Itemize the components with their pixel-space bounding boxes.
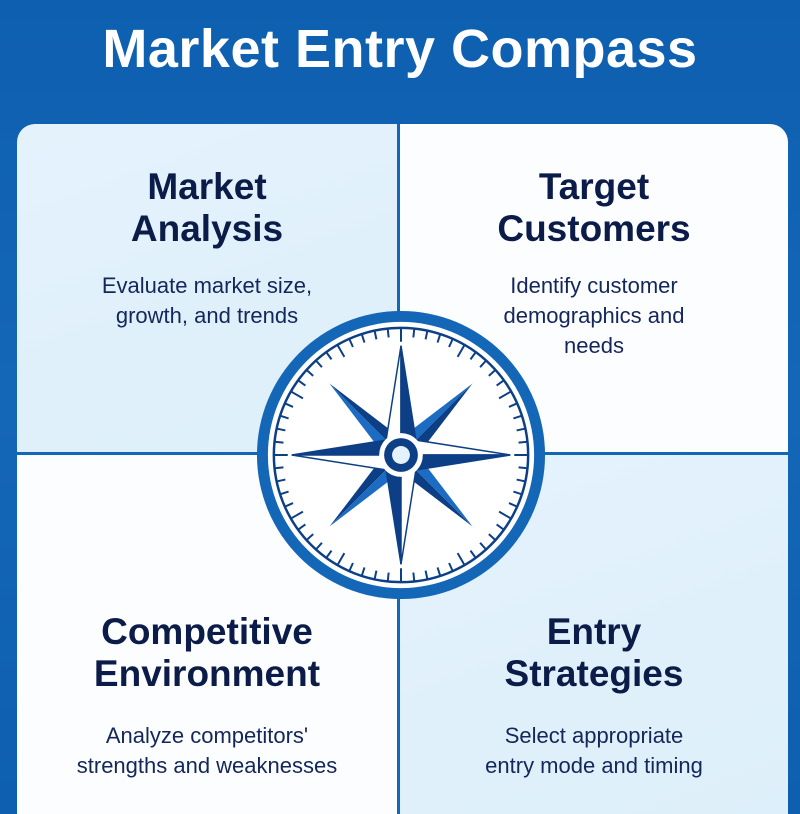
quadrant-description: Identify customer demographics and needs — [400, 271, 788, 361]
page-title: Market Entry Compass — [102, 19, 698, 79]
description-line: demographics and — [503, 303, 685, 328]
heading-line: Entry — [546, 611, 642, 652]
description-line: Analyze competitors' — [105, 723, 309, 748]
description-line: entry mode and timing — [485, 753, 703, 778]
quadrant-heading: Market Analysis — [17, 166, 397, 250]
heading-line: Market — [147, 166, 267, 207]
description-line: Select appropriate — [504, 723, 684, 748]
quadrant-description: Evaluate market size, growth, and trends — [17, 271, 397, 331]
quadrant-grid: Market Analysis Evaluate market size, gr… — [17, 124, 788, 814]
quadrant-market-analysis: Market Analysis Evaluate market size, gr… — [17, 124, 400, 455]
quadrant-description: Select appropriate entry mode and timing — [400, 721, 788, 781]
heading-line: Environment — [93, 653, 321, 694]
description-line: growth, and trends — [115, 303, 299, 328]
quadrant-description: Analyze competitors' strengths and weakn… — [17, 721, 397, 781]
heading-line: Competitive — [101, 611, 313, 652]
heading-line: Target — [538, 166, 650, 207]
compass-ticks — [273, 327, 529, 583]
heading-line: Strategies — [504, 653, 684, 694]
description-line: Evaluate market size, — [101, 273, 313, 298]
heading-line: Analysis — [130, 208, 284, 249]
quadrant-heading: Entry Strategies — [400, 611, 788, 695]
description-line: strengths and weaknesses — [76, 753, 338, 778]
compass-rose-icon — [256, 310, 546, 600]
description-line: Identify customer — [510, 273, 678, 298]
heading-line: Customers — [497, 208, 691, 249]
description-line: needs — [564, 333, 624, 358]
compass-diagonal-points — [329, 383, 473, 527]
quadrant-heading: Competitive Environment — [17, 611, 397, 695]
quadrant-heading: Target Customers — [400, 166, 788, 250]
